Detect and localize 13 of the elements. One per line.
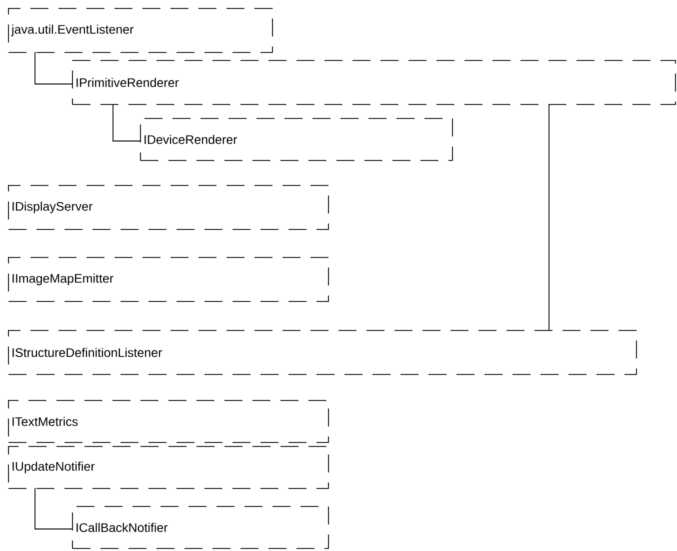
interface-box: IStructureDefinitionListener: [8, 330, 637, 375]
connector-line: [548, 104, 550, 330]
interface-box: ITextMetrics: [8, 400, 329, 443]
interface-box: ICallBackNotifier: [72, 506, 329, 549]
connector-line: [112, 104, 140, 142]
connector-line: [34, 52, 72, 84]
interface-box: IDisplayServer: [8, 185, 329, 230]
connector-line: [34, 488, 72, 530]
interface-box: IImageMapEmitter: [8, 257, 329, 302]
interface-box: IDeviceRenderer: [140, 118, 453, 161]
interface-box: IUpdateNotifier: [8, 446, 329, 489]
interface-box: IPrimitiveRenderer: [72, 60, 676, 105]
interface-box: java.util.EventListener: [8, 8, 273, 53]
